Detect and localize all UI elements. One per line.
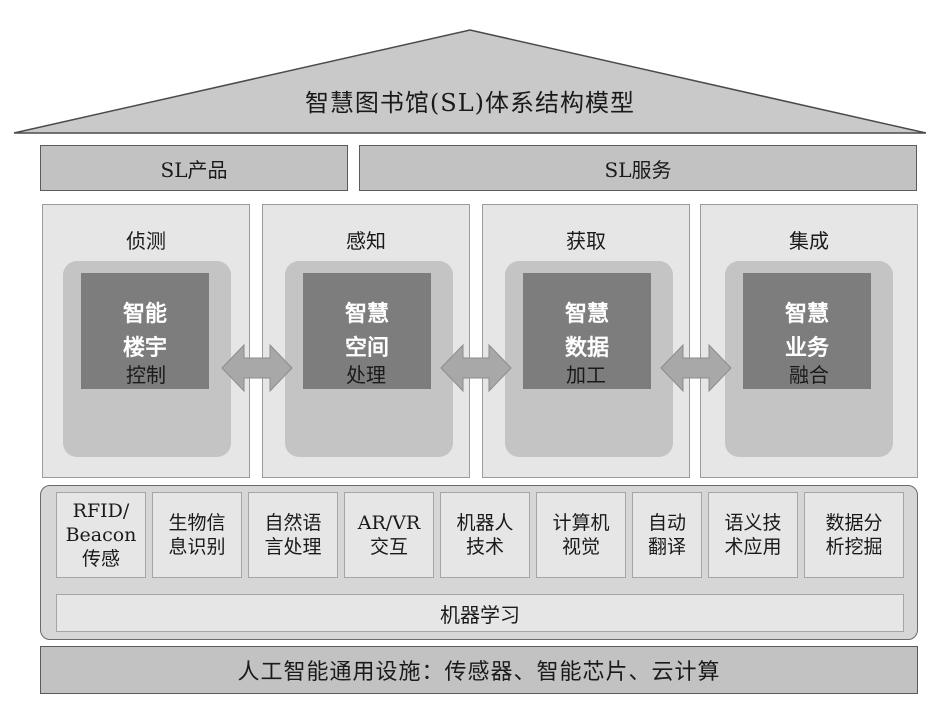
column-top-label: 感知 — [346, 229, 386, 253]
sl-products-banner: SL产品 — [40, 145, 348, 191]
infrastructure-bar: 人工智能通用设施：传感器、智能芯片、云计算 — [40, 646, 918, 694]
column-top-label: 获取 — [566, 229, 606, 253]
core-block-smart-data: 智慧 数据 — [523, 273, 651, 389]
tech-robotics: 机器人 技术 — [440, 492, 530, 578]
core-label-line2: 楼宇 — [122, 335, 167, 361]
core-label-line1: 智能 — [122, 301, 167, 327]
column-bottom-label: 融合 — [789, 363, 829, 387]
tech-ar-vr: AR/VR 交互 — [344, 492, 434, 578]
core-block-smart-space: 智慧 空间 — [303, 273, 431, 389]
core-block-smart-business: 智慧 业务 — [743, 273, 871, 389]
column-detection: 侦测 智能 楼宇 控制 — [42, 204, 250, 478]
column-integration: 集成 智慧 业务 融合 — [700, 204, 918, 478]
column-pill: 智慧 数据 — [505, 261, 673, 457]
column-bottom-label: 加工 — [566, 363, 606, 387]
tech-translation: 自动 翻译 — [632, 492, 702, 578]
tech-data-mining: 数据分 析挖掘 — [804, 492, 904, 578]
column-pill: 智慧 空间 — [285, 261, 453, 457]
tech-nlp: 自然语 言处理 — [248, 492, 338, 578]
core-label-line2: 业务 — [784, 335, 829, 361]
tech-computer-vision: 计算机 视觉 — [536, 492, 626, 578]
column-acquisition: 获取 智慧 数据 加工 — [482, 204, 690, 478]
column-pill: 智慧 业务 — [725, 261, 893, 457]
diagram-title: 智慧图书馆(SL)体系结构模型 — [304, 88, 636, 117]
column-perception: 感知 智慧 空间 处理 — [262, 204, 470, 478]
column-top-label: 集成 — [789, 229, 829, 253]
core-label-line2: 空间 — [344, 335, 389, 361]
sl-services-banner: SL服务 — [359, 145, 917, 191]
core-label-line1: 智慧 — [564, 301, 609, 327]
machine-learning-bar: 机器学习 — [56, 594, 904, 632]
column-bottom-label: 处理 — [346, 363, 386, 387]
tech-rfid-beacon: RFID/ Beacon 传感 — [56, 492, 146, 578]
core-label-line2: 数据 — [564, 335, 609, 361]
core-label-line1: 智慧 — [344, 301, 389, 327]
tech-biometrics: 生物信 息识别 — [152, 492, 242, 578]
roof-triangle — [13, 29, 927, 134]
column-pill: 智能 楼宇 — [63, 261, 231, 457]
column-bottom-label: 控制 — [126, 363, 166, 387]
core-label-line1: 智慧 — [784, 301, 829, 327]
column-top-label: 侦测 — [126, 229, 166, 253]
core-block-smart-building: 智能 楼宇 — [81, 273, 209, 389]
tech-semantic: 语义技 术应用 — [708, 492, 798, 578]
